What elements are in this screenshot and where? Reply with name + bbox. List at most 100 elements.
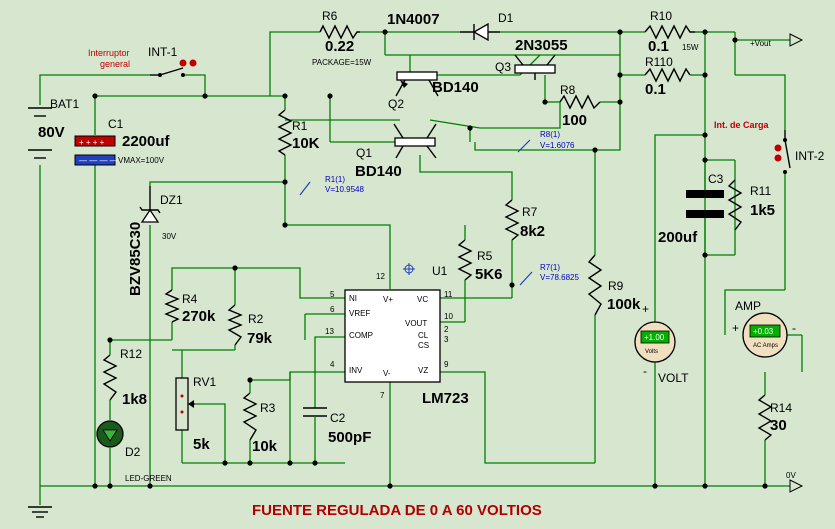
dz1-value: 30V	[162, 232, 177, 241]
r6-ref: R6	[322, 9, 338, 23]
ic-pin-cs: CS	[418, 341, 429, 350]
ic-pin-cl: CL	[418, 331, 429, 340]
r5-value: 5K6	[475, 266, 503, 283]
r8-ref: R8	[560, 83, 576, 97]
amp-reading: +0.03	[753, 327, 774, 336]
ic-pin-ni: NI	[349, 294, 357, 303]
r3-value: 10k	[252, 438, 278, 455]
ic-pinnum-5: 5	[330, 290, 335, 299]
probe-r1-name: R1(1)	[325, 175, 345, 184]
int1-switch[interactable]	[150, 59, 197, 78]
probe-r1-value: V=10.9548	[325, 185, 364, 194]
vout-label: +Vout	[750, 39, 771, 48]
ic-pin-vout: VOUT	[405, 319, 427, 328]
q3-part: 2N3055	[515, 37, 568, 54]
r1-ref: R1	[292, 119, 308, 133]
r7-value: 8k2	[520, 223, 545, 240]
c1-ref: C1	[108, 117, 124, 131]
r5-resistor	[457, 239, 473, 281]
probe-r8-value: V=1.6076	[540, 141, 575, 150]
ammeter	[742, 312, 788, 358]
ic-pinnum-2: 2	[444, 325, 449, 334]
ic-pin-comp: COMP	[349, 331, 373, 340]
probe-r8-name: R8(1)	[540, 130, 560, 139]
q3-ref: Q3	[495, 60, 511, 74]
int1-caption-line2: general	[100, 59, 130, 69]
r14-value: 30	[770, 417, 787, 434]
int2-switch[interactable]	[774, 130, 791, 174]
r4-value: 270k	[182, 308, 216, 325]
int1-ref: INT-1	[148, 45, 178, 59]
r6-note: PACKAGE=15W	[312, 58, 372, 67]
volt-plus-mark: +	[642, 302, 649, 316]
r7-ref: R7	[522, 205, 538, 219]
ic-pin-vminus: V-	[383, 369, 391, 378]
r10-value: 0.1	[648, 38, 669, 55]
d2-led	[96, 420, 124, 448]
r11-ref: R11	[750, 184, 771, 198]
ic-pinnum-10: 10	[444, 312, 453, 321]
r110-resistor	[644, 67, 691, 83]
c1-capacitor: + + + + — — — —	[74, 135, 118, 166]
r9-value: 100k	[607, 296, 641, 313]
r2-value: 79k	[247, 330, 273, 347]
vout-terminal-icon	[789, 33, 804, 47]
r3-resistor	[242, 392, 258, 441]
volt-unit: Volts	[645, 349, 658, 355]
ic-pinnum-7: 7	[380, 391, 385, 400]
r14-resistor	[757, 394, 773, 441]
page-title: FUENTE REGULADA DE 0 A 60 VOLTIOS	[252, 502, 542, 519]
d1-part: 1N4007	[387, 11, 440, 28]
r4-resistor	[164, 289, 180, 323]
r3-ref: R3	[260, 401, 276, 415]
svg-text:— — — —: — — — —	[79, 156, 118, 165]
int1-caption-line1: Interruptor	[88, 48, 130, 58]
r2-ref: R2	[248, 312, 264, 326]
u1-origin-marker	[403, 263, 415, 275]
u1-part: LM723	[422, 390, 469, 407]
c2-ref: C2	[330, 411, 346, 425]
rv1-potentiometer[interactable]	[175, 377, 195, 431]
c1-value: 2200uf	[122, 133, 171, 150]
ic-pinnum-6: 6	[330, 305, 335, 314]
q1-ref: Q1	[356, 146, 372, 160]
r9-resistor	[587, 254, 603, 316]
r110-value: 0.1	[645, 81, 666, 98]
r1-value: 10K	[292, 135, 320, 152]
r6-resistor	[319, 24, 360, 40]
ic-pin-vplus: V+	[383, 295, 393, 304]
r12-value: 1k8	[122, 391, 147, 408]
probe-r7-value: V=78.6825	[540, 273, 579, 282]
r6-value: 0.22	[325, 38, 354, 55]
bat1-ref: BAT1	[50, 97, 79, 111]
r2-resistor	[227, 304, 243, 346]
battery-symbol	[28, 107, 52, 159]
q2-part: BD140	[432, 79, 479, 96]
voltmeter	[634, 321, 676, 363]
c3-capacitor	[686, 160, 724, 255]
r110-ref: R110	[645, 55, 673, 69]
r9-ref: R9	[608, 279, 624, 293]
ground-icon	[28, 506, 52, 518]
volt-minus-mark: -	[643, 364, 647, 378]
d1-ref: D1	[498, 11, 514, 25]
r4-ref: R4	[182, 292, 198, 306]
d2-part: LED-GREEN	[125, 474, 172, 483]
r14-ref: R14	[770, 401, 792, 415]
r10-ref: R10	[650, 9, 672, 23]
u1-ic	[344, 265, 441, 383]
ic-pinnum-12: 12	[376, 272, 385, 281]
svg-text:+ + + +: + + + +	[79, 138, 105, 147]
r10-note: 15W	[682, 43, 699, 52]
probe-arrows	[299, 139, 533, 286]
c3-ref: C3	[708, 172, 724, 186]
r12-ref: R12	[120, 347, 142, 361]
ic-pinnum-4: 4	[330, 360, 335, 369]
r5-ref: R5	[477, 249, 493, 263]
q1-part: BD140	[355, 163, 402, 180]
r8-resistor	[559, 94, 601, 110]
rv1-value: 5k	[193, 436, 210, 453]
r8-value: 100	[562, 112, 587, 129]
d1-diode	[460, 22, 500, 42]
